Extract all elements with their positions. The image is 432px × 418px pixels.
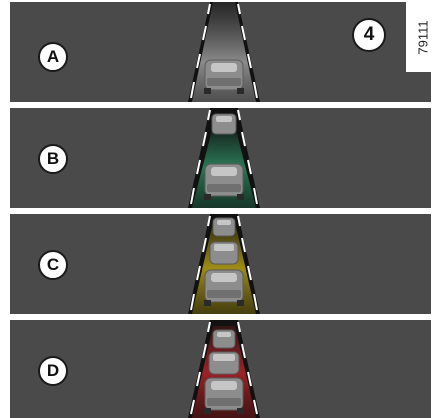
panel-a: A 4 79111 <box>10 2 431 102</box>
vehicle-ahead <box>212 114 236 134</box>
road-illustration-a <box>10 2 431 102</box>
vehicle-far-ahead <box>213 218 235 236</box>
vehicle <box>204 270 244 306</box>
callout-number-badge: 4 <box>352 18 386 52</box>
vehicle-ahead <box>209 352 239 374</box>
road-illustration-c <box>10 214 431 314</box>
panel-c: C <box>10 214 431 314</box>
reference-code-tab: 79111 <box>406 2 431 72</box>
vehicle <box>204 164 244 200</box>
reference-code: 79111 <box>416 20 431 54</box>
panel-label-badge: C <box>38 250 68 280</box>
vehicle-ahead <box>210 242 238 264</box>
panel-label-badge: B <box>38 144 68 174</box>
vehicle-far-ahead <box>213 330 235 348</box>
panel-label-badge: A <box>38 42 68 72</box>
panel-label-badge: D <box>38 356 68 386</box>
panel-d: D <box>10 320 431 418</box>
vehicle <box>204 60 244 94</box>
road-illustration-b <box>10 108 431 208</box>
road-illustration-d <box>10 320 431 418</box>
panel-b: B <box>10 108 431 208</box>
vehicle <box>204 378 244 414</box>
